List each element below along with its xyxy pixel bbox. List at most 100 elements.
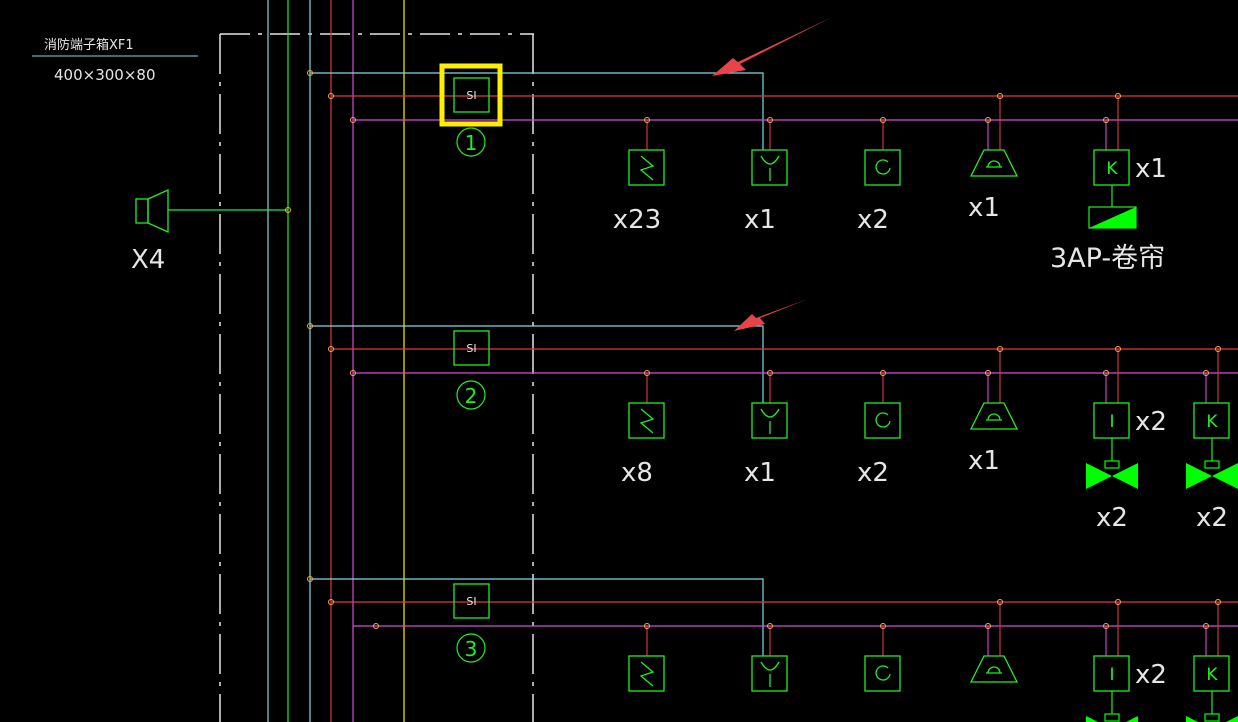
shutter-icon <box>1089 207 1136 228</box>
speaker-label: X4 <box>131 245 165 275</box>
isolator-box <box>453 583 490 619</box>
button-glyph <box>760 408 780 434</box>
junction-node <box>985 370 991 376</box>
junction-node <box>644 370 650 376</box>
manual-alarm-button-device <box>751 623 788 692</box>
device-box <box>751 655 788 692</box>
device-count: x2 <box>857 205 889 235</box>
speaker-icon <box>135 188 169 234</box>
junction-node <box>350 117 356 123</box>
valve-actuator <box>1204 713 1220 722</box>
device-box <box>864 655 901 692</box>
heat-detector-device <box>864 623 901 692</box>
module-letter: K <box>1206 665 1218 685</box>
heat-glyph <box>875 412 891 428</box>
junction-node <box>644 117 650 123</box>
short-circuit-isolator: SI <box>453 330 490 366</box>
valve-icon <box>1186 460 1238 489</box>
device-box <box>628 149 665 186</box>
valve-icon <box>1086 713 1138 722</box>
loop-number-circle <box>456 380 486 410</box>
junction-node <box>1103 370 1109 376</box>
button-glyph <box>760 661 780 687</box>
sounder-strobe-device: x1 <box>968 346 1019 476</box>
manual-alarm-button-icon <box>751 655 788 692</box>
valve-actuator <box>1204 460 1220 469</box>
highlight-box <box>439 63 503 127</box>
smoke-detector-device: x8 <box>621 370 665 488</box>
annotation-arrows <box>712 17 832 331</box>
short-circuit-isolator: SI <box>453 583 490 619</box>
smoke-glyph <box>639 408 655 434</box>
junction-node <box>767 370 773 376</box>
heat-detector-icon <box>864 149 901 186</box>
heat-glyph <box>875 665 891 681</box>
valve-right <box>1112 463 1138 489</box>
smoke-detector-icon <box>628 655 665 692</box>
arrow-annotation-icon <box>712 17 832 76</box>
device-count: x2 <box>857 458 889 488</box>
junction-node <box>373 623 379 629</box>
valve-actuator <box>1104 460 1120 469</box>
module-letter: I <box>1109 665 1114 685</box>
isolator-label: SI <box>466 89 476 102</box>
smoke-glyph <box>639 661 655 687</box>
button-glyph <box>760 155 780 181</box>
sounder-body <box>969 402 1019 430</box>
control-module-device: K <box>1186 599 1238 722</box>
manual-alarm-button-icon <box>751 149 788 186</box>
control-module-icon: K <box>1193 402 1230 439</box>
smoke-detector-icon <box>628 149 665 186</box>
cyan-bus-line <box>310 578 764 656</box>
junction-node <box>307 70 313 76</box>
sounder-strobe-icon <box>969 149 1019 177</box>
sounder-strobe-icon <box>969 655 1019 683</box>
loop-number: 1 <box>465 131 478 155</box>
junction-node <box>1115 599 1121 605</box>
device-count: x8 <box>621 458 653 488</box>
junction-node <box>880 623 886 629</box>
short-circuit-isolator: SI <box>439 63 503 127</box>
title-block-name: 消防端子箱XF1 <box>44 37 134 53</box>
sounder-strobe-device: x1 <box>968 93 1019 223</box>
heat-detector-device: x2 <box>857 117 901 235</box>
device-count: x1 <box>968 446 1000 476</box>
sounder-body <box>969 149 1019 177</box>
load-count: x2 <box>1196 503 1228 533</box>
junction-node <box>880 117 886 123</box>
input-module-icon: I <box>1093 402 1130 439</box>
isolator-box <box>453 77 490 113</box>
cyan-bus-line <box>310 72 764 150</box>
title-block-size: 400×300×80 <box>54 66 155 84</box>
junction-node <box>767 117 773 123</box>
device-box <box>628 655 665 692</box>
device-count: x2 <box>1135 660 1167 690</box>
junction-node <box>985 623 991 629</box>
valve-left <box>1186 716 1198 722</box>
junction-node <box>307 576 313 582</box>
junction-node <box>1203 623 1209 629</box>
device-box <box>864 402 901 439</box>
sounder-strobe-icon <box>969 402 1019 430</box>
control-module-icon: K <box>1193 655 1230 692</box>
arrow-annotation-icon <box>734 299 808 331</box>
heat-detector-icon <box>864 402 901 439</box>
junction-node <box>1103 623 1109 629</box>
junction-node <box>767 623 773 629</box>
module-letter: K <box>1206 412 1218 432</box>
control-module-device: Kx2 <box>1186 346 1238 533</box>
junction-node <box>985 117 991 123</box>
loop-number-circle <box>456 127 486 157</box>
valve-left <box>1186 463 1212 489</box>
speaker-node <box>285 207 291 213</box>
sounder-bell <box>986 160 1002 168</box>
device-count: x1 <box>744 458 776 488</box>
valve-right <box>1212 463 1238 489</box>
cyan-bus-line <box>310 325 764 403</box>
